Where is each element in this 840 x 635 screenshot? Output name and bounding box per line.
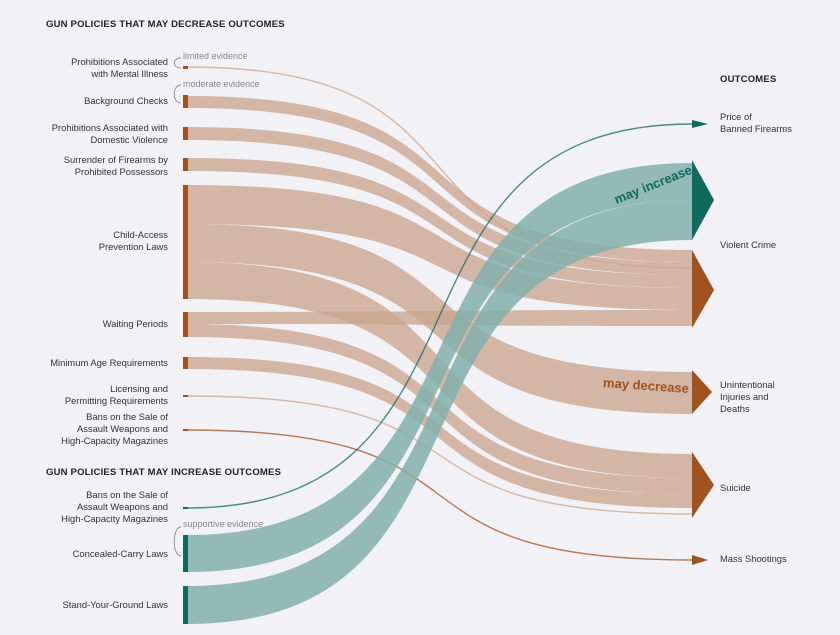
flow-wait-violent	[187, 310, 692, 326]
policy-label-surrender-firearms: Surrender of Firearms by Prohibited Poss…	[63, 154, 168, 177]
moderate-evidence-bracket	[173, 84, 182, 104]
flow-concealed-carry-violent	[187, 163, 692, 572]
flow-cap-violent	[187, 185, 692, 310]
source-node-increase-2	[183, 586, 188, 624]
policy-label-domestic-violence: Prohibitions Associated with Domestic Vi…	[51, 122, 168, 145]
outcome-label-mass-shootings: Mass Shootings	[720, 553, 787, 564]
policy-label-assault-weapons-ban-increase: Bans on the Sale of Assault Weapons and …	[61, 489, 168, 524]
policy-label-licensing: Licensing and Permitting Requirements	[64, 383, 168, 406]
flow-dv-violent	[187, 127, 692, 275]
policy-label-mental-illness: Prohibitions Associated with Mental Illn…	[71, 56, 168, 79]
source-node-decrease-0	[183, 66, 188, 69]
flow-stand-your-ground-violent	[187, 200, 692, 624]
outcome-arrow-price	[692, 120, 708, 128]
decrease-policies-header: GUN POLICIES THAT MAY DECREASE OUTCOMES	[46, 19, 285, 30]
source-node-decrease-5	[183, 312, 188, 337]
flow-awban-price	[186, 123, 693, 509]
outcome-arrow-mass-shootings	[692, 555, 708, 565]
source-node-decrease-6	[183, 357, 188, 369]
policy-label-concealed-carry: Concealed-Carry Laws	[72, 548, 168, 559]
policy-label-minimum-age: Minimum Age Requirements	[50, 357, 168, 368]
source-node-increase-1	[183, 535, 188, 572]
source-node-decrease-3	[183, 158, 188, 171]
limited-evidence-label: limited evidence	[183, 51, 248, 61]
policy-label-waiting-periods: Waiting Periods	[102, 318, 168, 329]
outcome-label-unintentional: Unintentional Injuries and Deaths	[720, 379, 775, 414]
source-node-increase-0	[183, 507, 188, 509]
outcome-arrow-violent-decrease	[692, 250, 714, 328]
outcome-arrow-unintentional	[692, 370, 712, 414]
flow-licensing-suicide	[186, 395, 693, 515]
source-node-decrease-1	[183, 95, 188, 108]
outcome-label-price: Price of Banned Firearms	[720, 111, 792, 134]
policy-label-stand-your-ground: Stand-Your-Ground Laws	[62, 599, 168, 610]
outcome-label-suicide: Suicide	[720, 482, 751, 493]
source-node-decrease-7	[183, 395, 188, 397]
supportive-evidence-bracket	[173, 526, 182, 557]
outcome-arrow-suicide	[692, 452, 714, 518]
increase-policies-header: GUN POLICIES THAT MAY INCREASE OUTCOMES	[46, 467, 282, 478]
supportive-evidence-label: supportive evidence	[183, 519, 264, 529]
policy-label-background-checks: Background Checks	[84, 95, 168, 106]
source-node-decrease-8	[183, 429, 188, 431]
outcome-arrow-violent-increase	[692, 160, 714, 240]
outcomes-header: OUTCOMES	[720, 74, 777, 85]
outcome-label-violent-crime: Violent Crime	[720, 239, 777, 250]
source-node-decrease-2	[183, 127, 188, 140]
source-node-decrease-4	[183, 185, 188, 299]
moderate-evidence-label: moderate evidence	[183, 79, 260, 89]
flow-minage-suicide	[187, 357, 692, 508]
policy-label-child-access: Child-Access Prevention Laws	[98, 229, 168, 252]
flow-bg-violent	[187, 96, 692, 262]
policy-label-assault-weapons-ban: Bans on the Sale of Assault Weapons and …	[61, 411, 168, 446]
flow-surr-violent	[187, 158, 692, 288]
flow-awban-mass	[186, 429, 693, 561]
limited-evidence-bracket	[173, 57, 182, 69]
